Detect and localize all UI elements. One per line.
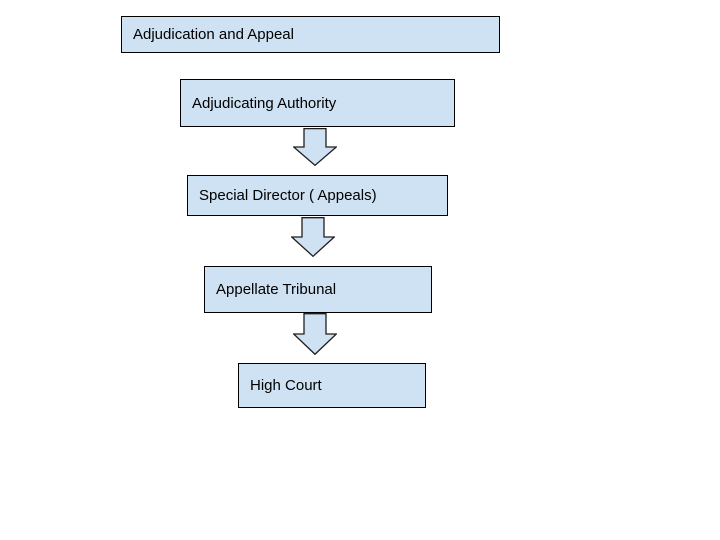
node-label: Adjudicating Authority bbox=[192, 94, 337, 112]
down-arrow-icon bbox=[291, 217, 335, 257]
node-high-court: High Court bbox=[238, 363, 426, 408]
node-label: Appellate Tribunal bbox=[216, 281, 337, 298]
node-appellate-tribunal: Appellate Tribunal bbox=[204, 266, 432, 313]
node-label: High Court bbox=[250, 377, 322, 394]
down-arrow-icon bbox=[293, 128, 337, 166]
node-adjudication-and-appeal: Adjudication and Appeal bbox=[121, 16, 500, 53]
node-special-director-appeals: Special Director ( Appeals) bbox=[187, 175, 448, 216]
node-adjudicating-authority: Adjudicating Authority bbox=[180, 79, 455, 127]
node-label: Adjudication and Appeal bbox=[133, 26, 294, 43]
down-arrow-icon bbox=[293, 313, 337, 355]
node-label: Special Director ( Appeals) bbox=[199, 187, 377, 204]
